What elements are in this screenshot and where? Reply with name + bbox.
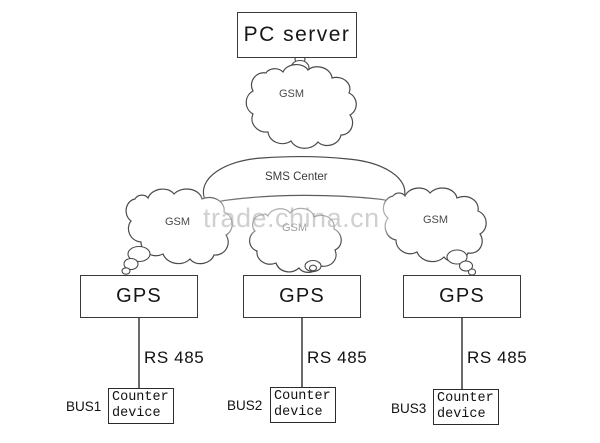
node-counter-device-1[interactable]: Counter device — [108, 388, 174, 424]
node-gps-3-label: GPS — [439, 285, 485, 307]
bus-label-2: BUS2 — [227, 398, 263, 413]
node-counter-device-3[interactable]: Counter device — [433, 389, 499, 425]
counter-device-3-line2: device — [437, 407, 486, 422]
cloud-sms-center-label: SMS Center — [265, 171, 328, 183]
node-gps-2[interactable]: GPS — [243, 275, 361, 318]
bus-label-1: BUS1 — [66, 399, 102, 414]
node-pc-server[interactable]: PC server — [237, 12, 357, 58]
counter-device-1-line1: Counter — [112, 390, 169, 405]
node-counter-device-2[interactable]: Counter device — [270, 387, 336, 423]
bus-label-3: BUS3 — [391, 401, 427, 416]
cloud-gsm-left-label: GSM — [165, 216, 191, 228]
cloud-gsm-right — [382, 187, 487, 276]
counter-device-2-line2: device — [274, 405, 323, 420]
cloud-gsm-left — [121, 188, 233, 275]
cloud-gsm-right-label: GSM — [423, 214, 449, 226]
node-gps-3[interactable]: GPS — [403, 275, 521, 318]
node-gps-1-label: GPS — [116, 285, 162, 307]
counter-device-2-line1: Counter — [274, 389, 331, 404]
cloud-gsm-middle — [249, 207, 342, 273]
link-label-rs485-2: RS 485 — [307, 348, 368, 367]
link-label-rs485-3: RS 485 — [467, 348, 528, 367]
counter-device-1-line2: device — [112, 406, 161, 421]
node-gps-1[interactable]: GPS — [80, 275, 198, 318]
link-label-rs485-1: RS 485 — [144, 348, 205, 367]
counter-device-3-line1: Counter — [437, 391, 494, 406]
cloud-gsm-top-label: GSM — [279, 88, 305, 100]
node-gps-2-label: GPS — [279, 285, 325, 307]
cloud-gsm-middle-label: GSM — [282, 222, 308, 234]
cloud-gsm-top — [245, 64, 357, 149]
node-pc-server-label: PC server — [243, 23, 351, 46]
